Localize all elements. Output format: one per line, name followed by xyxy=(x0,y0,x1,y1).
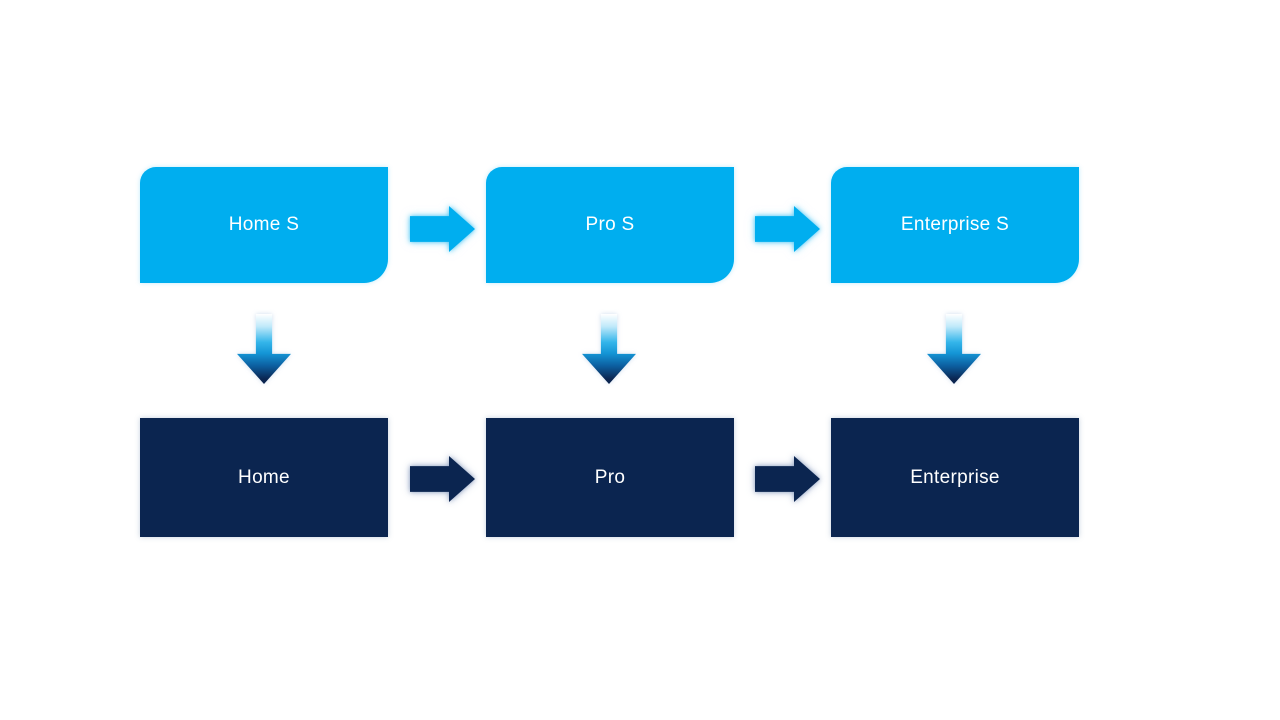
right-arrow-shape xyxy=(410,456,475,502)
right-arrow-icon xyxy=(755,456,820,502)
node-label: Pro S xyxy=(585,214,635,235)
node-enterprise: Enterprise xyxy=(831,418,1079,537)
down-arrow-icon xyxy=(237,314,291,384)
down-arrow-icon xyxy=(582,314,636,384)
down-arrow-shape xyxy=(927,314,981,384)
node-label: Pro xyxy=(594,466,626,488)
down-arrow-icon xyxy=(927,314,981,384)
node-home-s: Home S xyxy=(140,167,388,283)
down-arrow-shape xyxy=(237,314,291,384)
right-arrow-icon xyxy=(755,206,820,252)
right-arrow-shape xyxy=(755,456,820,502)
node-home: Home xyxy=(140,418,388,537)
node-pro-s: Pro S xyxy=(486,167,734,283)
node-label: Enterprise S xyxy=(900,214,1010,235)
node-label: Home S xyxy=(228,214,300,235)
right-arrow-shape xyxy=(410,206,475,252)
node-enterprise-s: Enterprise S xyxy=(831,167,1079,283)
right-arrow-icon xyxy=(410,206,475,252)
node-label: Home xyxy=(238,466,290,488)
right-arrow-shape xyxy=(755,206,820,252)
down-arrow-shape xyxy=(582,314,636,384)
node-pro: Pro xyxy=(486,418,734,537)
right-arrow-icon xyxy=(410,456,475,502)
node-label: Enterprise xyxy=(910,466,1000,488)
